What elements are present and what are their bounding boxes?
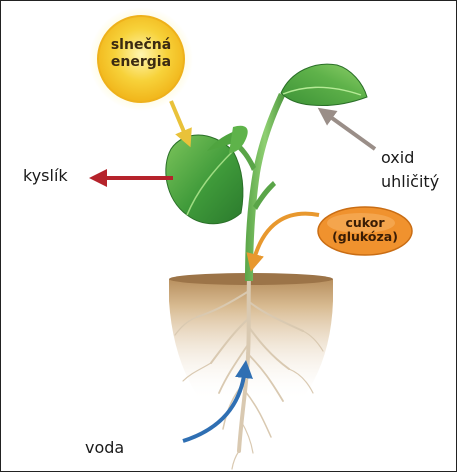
sun-label: slnečná energia xyxy=(97,37,185,71)
leaf-icon xyxy=(281,64,367,105)
sun-label-line2: energia xyxy=(97,54,185,71)
arrow-icon xyxy=(325,113,375,149)
co2-label-line1: oxid xyxy=(381,147,414,169)
sugar-label-line2: (glukóza) xyxy=(319,230,411,244)
arrow-icon xyxy=(253,214,319,263)
sugar-label-line1: cukor xyxy=(319,216,411,230)
water-label: voda xyxy=(85,438,124,457)
co2-label-line2: uhličitý xyxy=(381,171,439,193)
sun-label-line1: slnečná xyxy=(97,37,185,54)
sugar-label: cukor (glukóza) xyxy=(319,216,411,244)
arrow-icon xyxy=(171,101,187,139)
soil-icon xyxy=(169,273,333,401)
leaf-icon xyxy=(166,126,248,224)
oxygen-label: kyslík xyxy=(23,166,68,185)
